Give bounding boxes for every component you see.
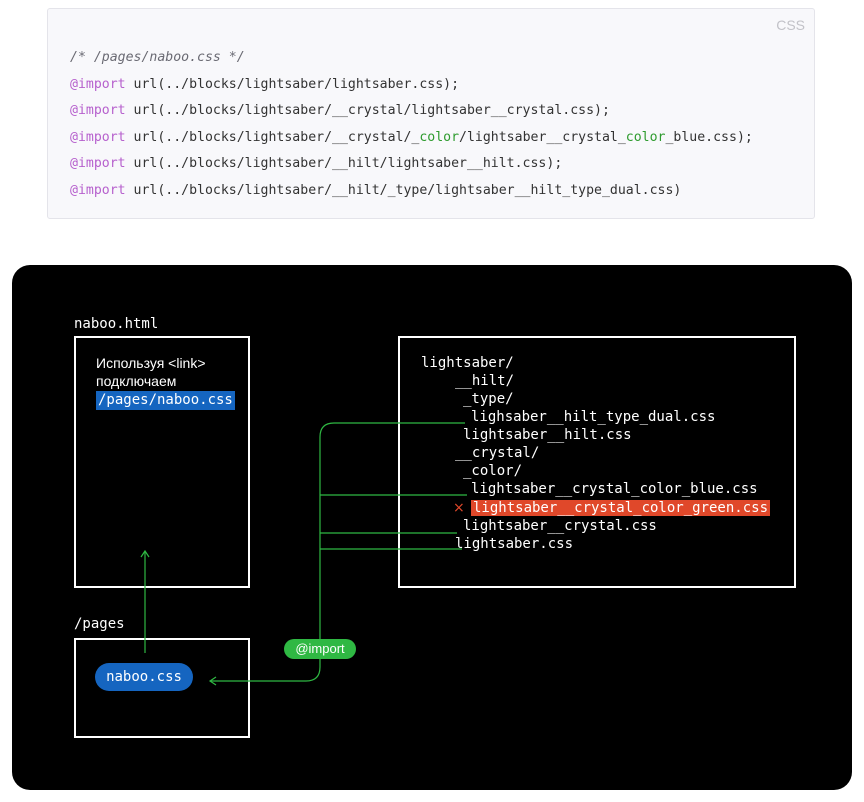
tree-item: __crystal/	[455, 445, 540, 461]
html-description: Используя <link> подключаем	[96, 354, 206, 390]
import-diagram: naboo.html Используя <link> подключаем /…	[12, 265, 852, 790]
code-token: color	[419, 129, 460, 145]
code-block: CSS /* /pages/naboo.css */ @import url(..…	[47, 8, 815, 219]
pages-folder-label: /pages	[74, 616, 125, 632]
tree-item: lightsaber/	[421, 355, 514, 371]
tree-item: __hilt/	[455, 373, 515, 389]
pages-folder-box	[74, 638, 250, 738]
code-line: @import url(../blocks/lightsaber/lightsa…	[70, 72, 753, 99]
code-token: color	[625, 129, 666, 145]
excluded-x-icon: ×	[453, 500, 465, 516]
naboo-css-file: naboo.css	[95, 663, 193, 691]
tree-item: _color/	[463, 463, 523, 479]
code-token: url(../blocks/lightsaber/__hilt/lightsab…	[125, 156, 563, 171]
code-token: @import	[70, 129, 126, 145]
code-token: @import	[70, 76, 126, 92]
tree-item: lightsaber__hilt.css	[463, 427, 632, 443]
code-token: url(../blocks/lightsaber/__crystal/light…	[125, 103, 610, 118]
language-label: CSS	[776, 17, 805, 33]
tree-item: lightsaber__crystal_color_blue.css	[471, 481, 758, 497]
css-path-highlight: /pages/naboo.css	[96, 391, 235, 410]
html-desc-line2: подключаем	[96, 373, 177, 389]
html-desc-line1: Используя <link>	[96, 355, 206, 371]
code-lines: /* /pages/naboo.css */ @import url(../blo…	[70, 45, 753, 204]
tree-item: lightsaber.css	[455, 536, 574, 552]
code-token: url(../blocks/lightsaber/__crystal/_	[125, 129, 420, 145]
code-line: @import url(../blocks/lightsaber/__hilt/…	[70, 178, 753, 205]
code-token: url(../blocks/lightsaber/lightsaber.css)…	[125, 76, 460, 92]
code-token: @import	[70, 156, 126, 171]
tree-item: lighsaber__hilt_type_dual.css	[471, 409, 716, 425]
code-line: @import url(../blocks/lightsaber/__cryst…	[70, 125, 753, 152]
code-line: @import url(../blocks/lightsaber/__hilt/…	[70, 151, 753, 178]
code-token: /* /pages/naboo.css */	[70, 50, 245, 65]
tree-item: _type/	[463, 391, 514, 407]
code-token: @import	[70, 103, 126, 118]
html-file-label: naboo.html	[74, 316, 159, 332]
code-token: url(../blocks/lightsaber/__hilt/_type/li…	[125, 182, 682, 198]
tree-item-excluded: lightsaber__crystal_color_green.css	[471, 499, 771, 517]
code-line: @import url(../blocks/lightsaber/__cryst…	[70, 98, 753, 125]
code-token: _blue.css);	[665, 129, 753, 145]
code-line: /* /pages/naboo.css */	[70, 45, 753, 72]
code-token: @import	[70, 182, 126, 198]
code-token: /lightsaber__crystal_	[459, 129, 626, 145]
tree-item: lightsaber__crystal.css	[463, 518, 657, 534]
excluded-file-highlight: lightsaber__crystal_color_green.css	[471, 500, 771, 516]
import-badge: @import	[284, 639, 356, 659]
